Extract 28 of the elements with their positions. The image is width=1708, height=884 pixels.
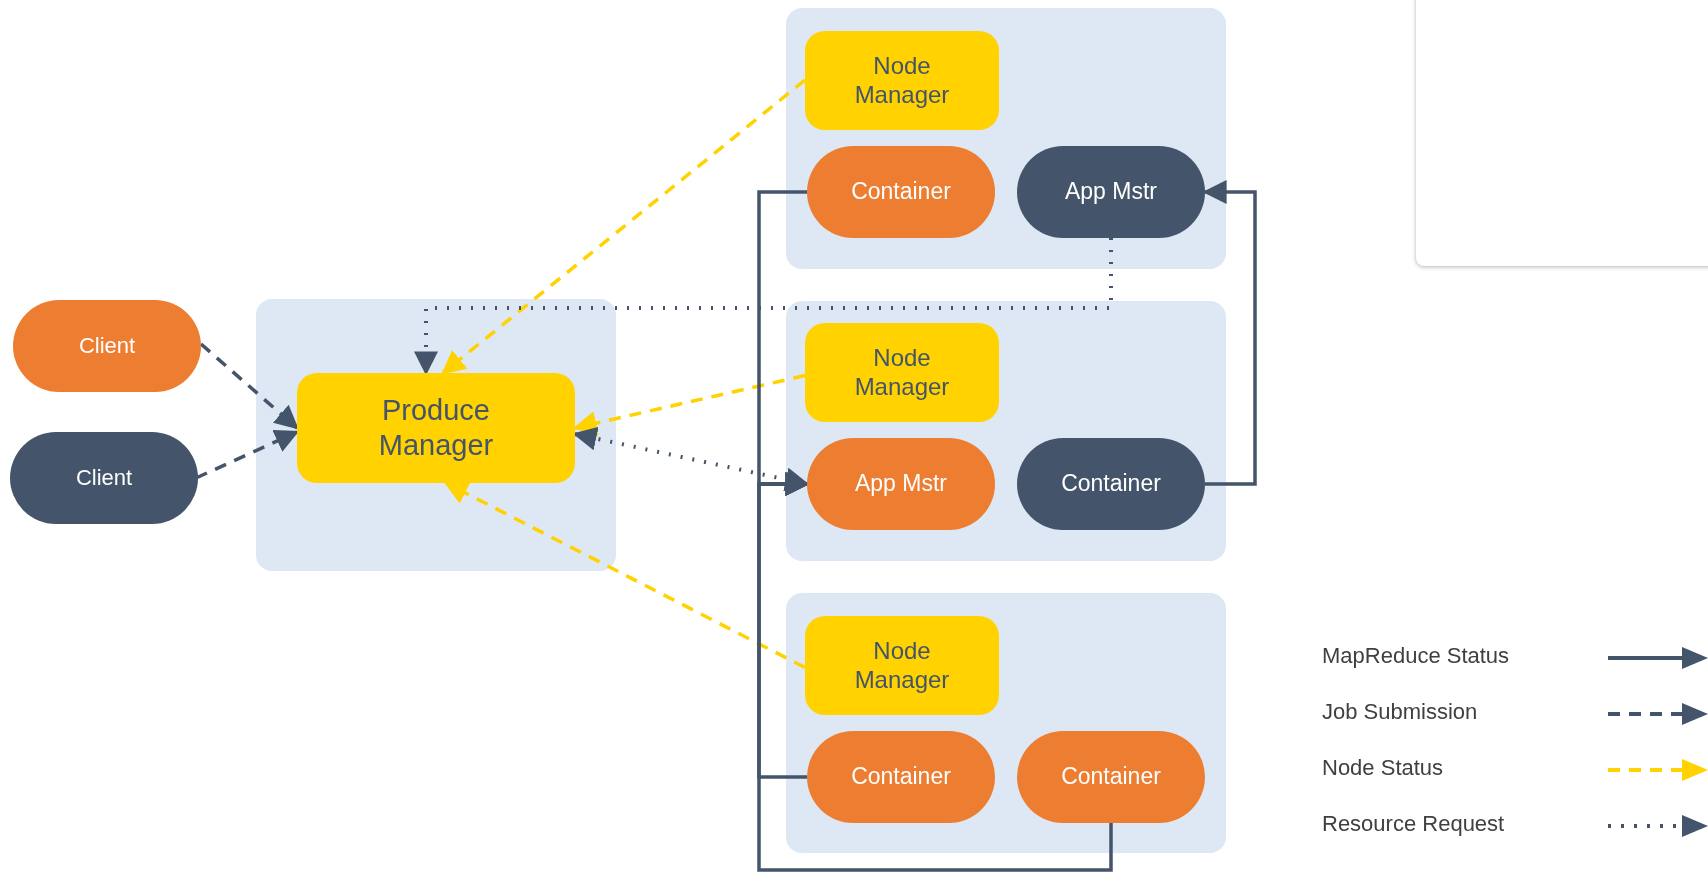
arrow — [199, 342, 299, 430]
rounded-node: App Mstr — [1017, 146, 1205, 238]
process-box: Node Manager — [805, 616, 999, 715]
arrow — [443, 481, 806, 670]
legend-label: MapReduce Status — [1322, 643, 1510, 669]
rounded-node: Client — [13, 300, 201, 392]
arrow — [572, 373, 806, 435]
rounded-node: Container — [1017, 731, 1205, 823]
process-box: Node Manager — [805, 323, 999, 422]
legend-label: Node Status — [1322, 755, 1444, 781]
rounded-node: Container — [1017, 438, 1205, 530]
legend-label: Resource Request — [1322, 811, 1505, 837]
host-box — [786, 8, 1226, 269]
legend-label: Job Submission — [1322, 699, 1478, 725]
process-box: Produce Manager — [297, 373, 575, 483]
host-box — [256, 299, 616, 571]
host-box — [786, 301, 1226, 561]
arrow — [757, 472, 1113, 872]
rounded-node: Client — [10, 432, 198, 524]
arrow — [414, 238, 1113, 376]
process-box: Node Manager — [805, 31, 999, 130]
rounded-node: Container — [807, 146, 995, 238]
rounded-node: Container — [807, 731, 995, 823]
rounded-node: App Mstr — [807, 438, 995, 530]
arrow — [195, 430, 300, 480]
arrow — [441, 78, 807, 375]
arrow — [1202, 180, 1257, 486]
host-box — [786, 593, 1226, 853]
